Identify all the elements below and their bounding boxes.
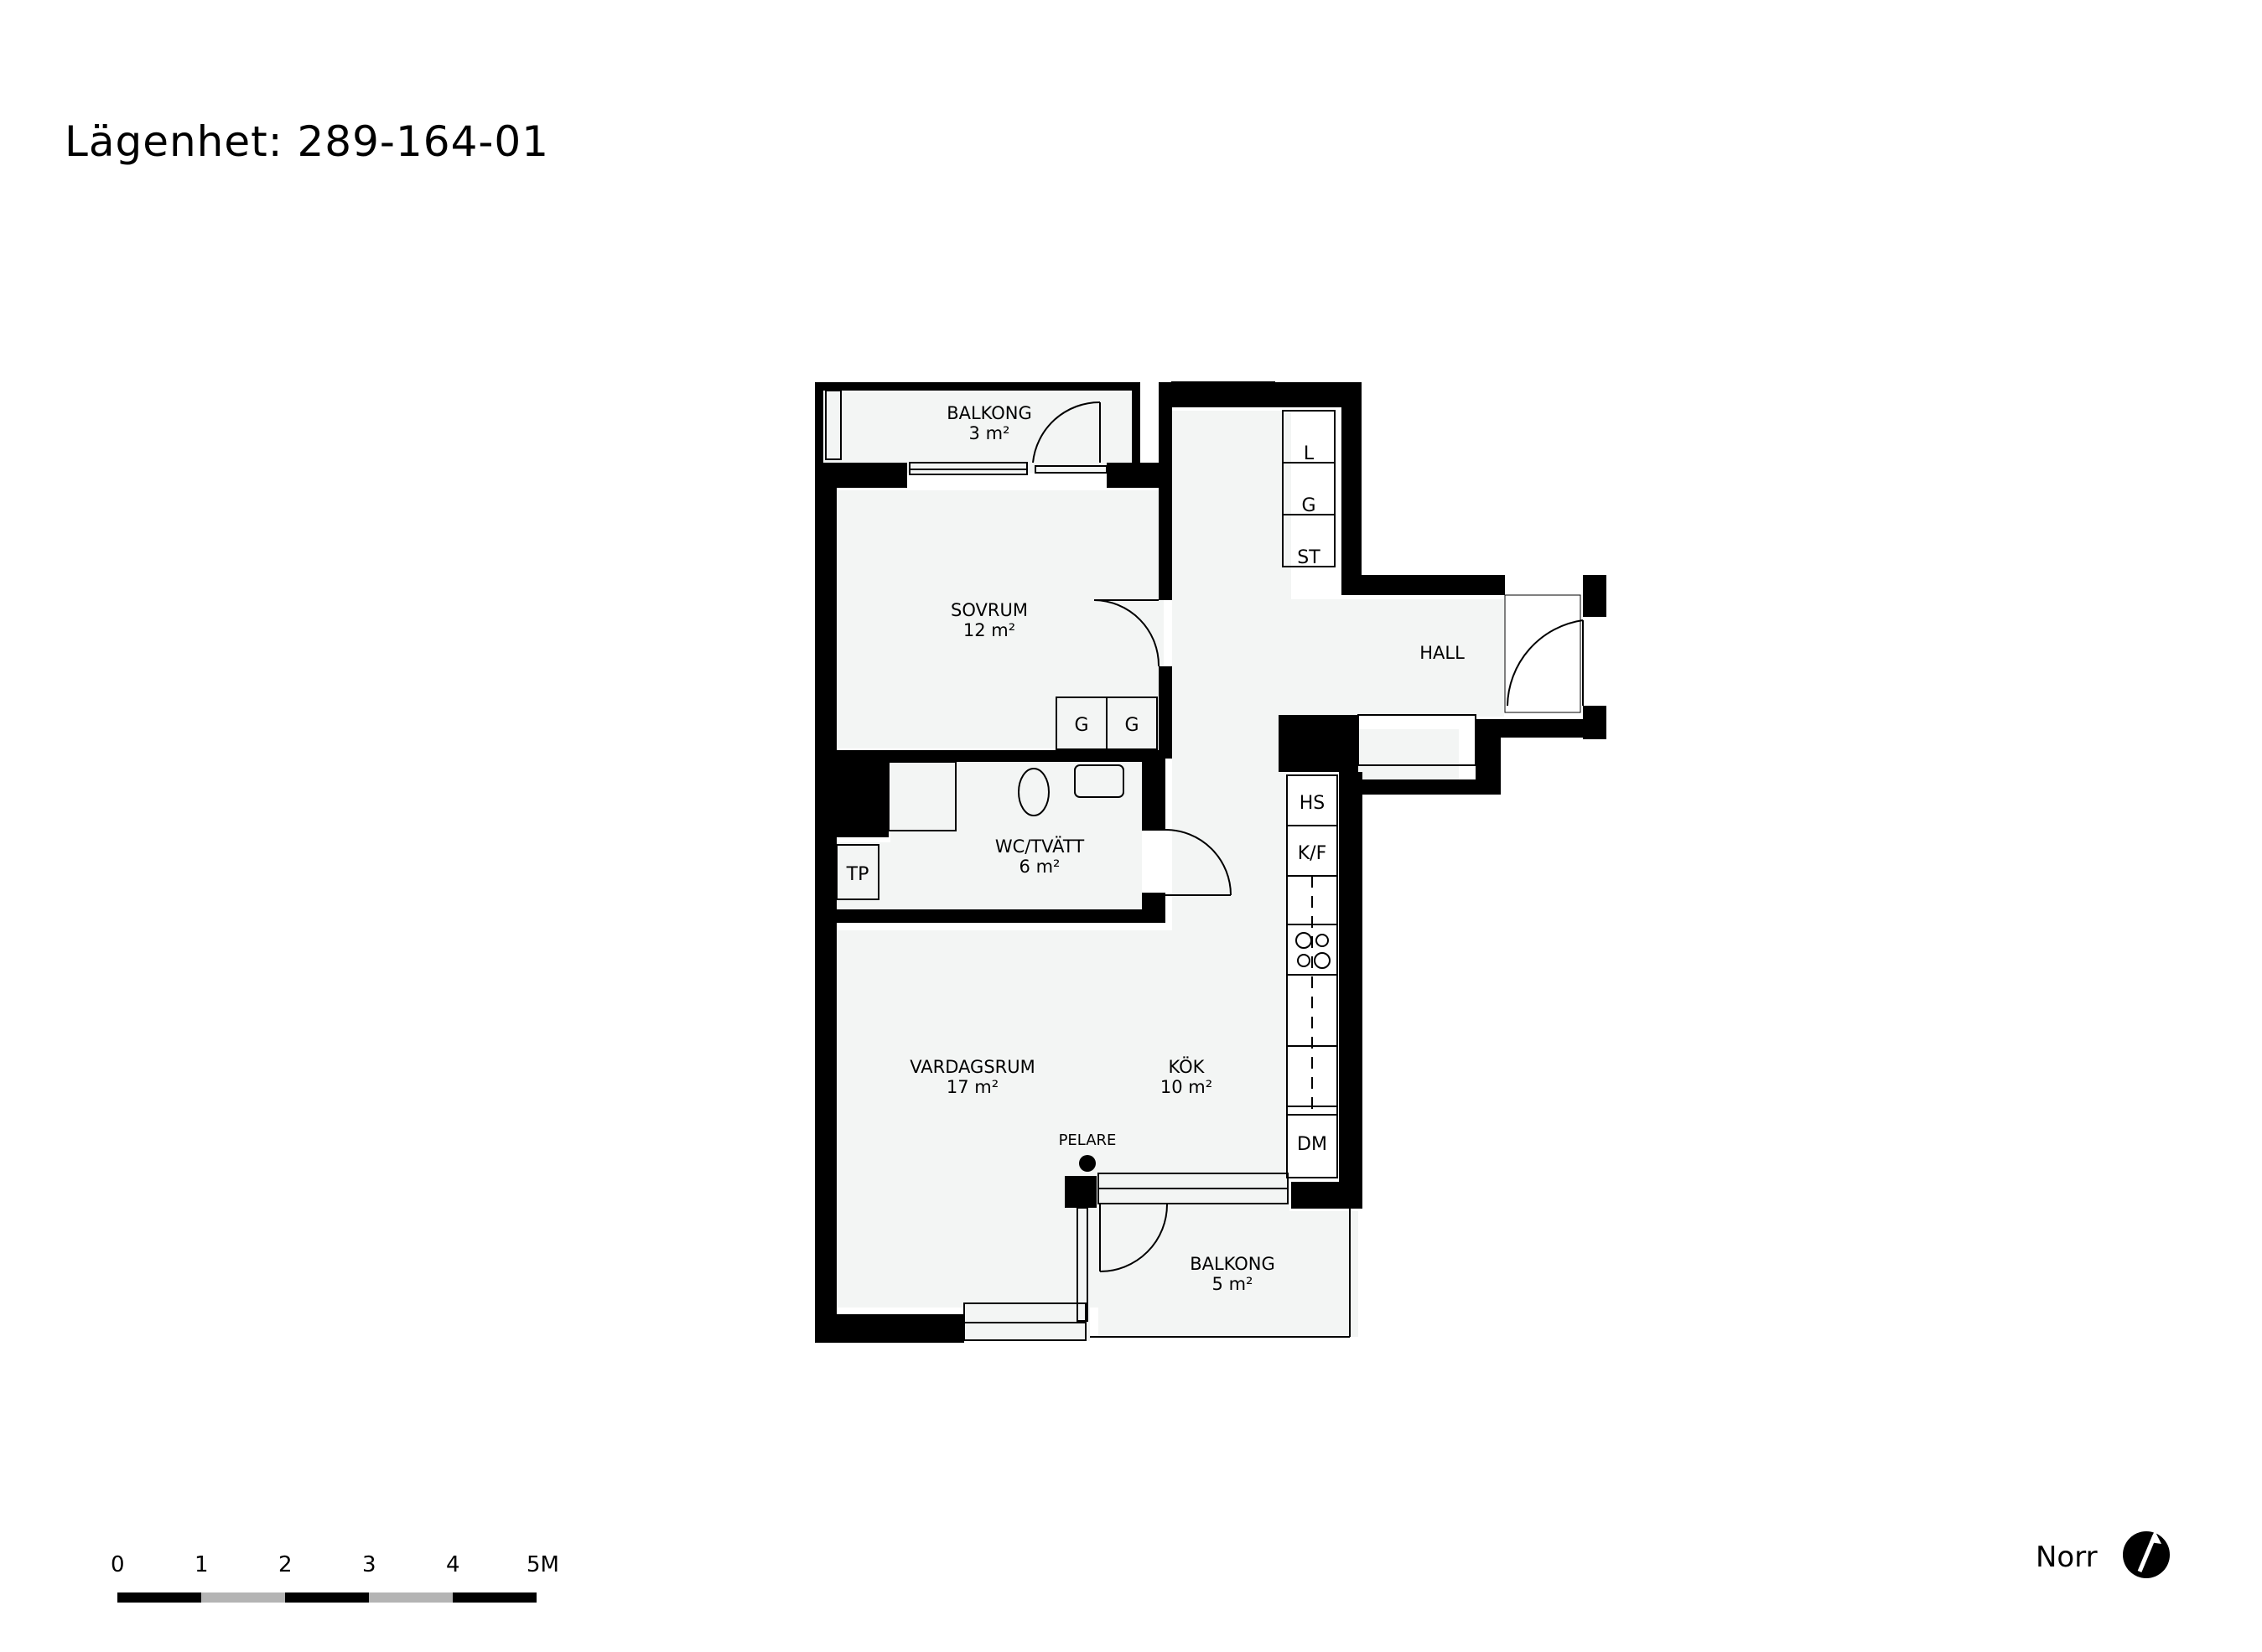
fixture-tp: TP	[846, 864, 869, 885]
fixture-l: L	[1304, 443, 1315, 464]
room-name-wc: WC/TVÄTT	[995, 836, 1085, 857]
north-label: Norr	[2036, 1541, 2098, 1574]
fixture-kf: K/F	[1298, 843, 1327, 864]
fixture-g-bedroom-1: G	[1074, 715, 1088, 736]
floor-areas	[822, 392, 1504, 1341]
scale-label-5: 5M	[527, 1552, 559, 1577]
room-name-vardagsrum: VARDAGSRUM	[910, 1057, 1035, 1077]
room-name-kok: KÖK	[1169, 1056, 1206, 1077]
fixture-dm: DM	[1297, 1134, 1327, 1155]
room-area-kok: 10 m²	[1160, 1077, 1212, 1097]
fixture-g-bedroom-2: G	[1124, 715, 1139, 736]
room-name-hall: HALL	[1419, 643, 1465, 663]
plan-title: Lägenhet: 289-164-01	[65, 117, 550, 166]
room-name-balkong-top: BALKONG	[947, 403, 1032, 423]
room-area-sovrum: 12 m²	[963, 620, 1015, 640]
scale-label-1: 1	[195, 1552, 209, 1577]
room-name-sovrum: SOVRUM	[951, 600, 1028, 620]
scale-label-0: 0	[111, 1552, 125, 1577]
column-label: PELARE	[1059, 1132, 1117, 1149]
scale-label-3: 3	[362, 1552, 376, 1577]
room-area-balkong-bottom: 5 m²	[1212, 1274, 1253, 1294]
scale-bar	[117, 1592, 537, 1603]
fixture-st: ST	[1297, 547, 1320, 568]
details	[825, 381, 1584, 1341]
fixture-hs: HS	[1300, 793, 1326, 814]
room-name-balkong-bottom: BALKONG	[1190, 1254, 1275, 1274]
fixture-g: G	[1301, 495, 1315, 516]
north-arrow-icon	[2123, 1530, 2170, 1578]
scale-label-4: 4	[446, 1552, 460, 1577]
room-area-balkong-top: 3 m²	[969, 423, 1010, 443]
room-area-vardagsrum: 17 m²	[947, 1077, 999, 1097]
walls	[815, 382, 1606, 1343]
scale-label-2: 2	[278, 1552, 293, 1577]
room-area-wc: 6 m²	[1019, 857, 1061, 877]
